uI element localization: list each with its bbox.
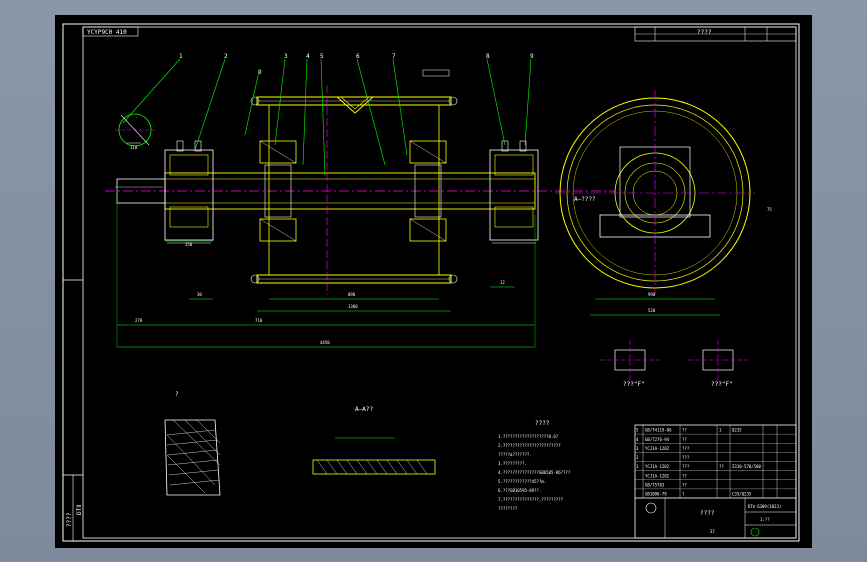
parts-table-cell: YCJ1A-1202 xyxy=(645,446,670,451)
balloon-8: 8 xyxy=(486,53,490,60)
balloon-1: 1 xyxy=(179,53,183,60)
parts-table-cell: ??? xyxy=(682,464,690,469)
parts-table-cell: 4 xyxy=(636,437,639,442)
note-line-3: ?????Δ???????. xyxy=(498,452,532,457)
drum-shell xyxy=(250,85,458,295)
parts-table-cell: ?? xyxy=(682,428,687,433)
dimension-lines: 4450 270 710 1300 890 30 12 150 xyxy=(116,185,536,348)
cad-drawing: DTⅡ ???? YCYP9C0 410 ???? 118 xyxy=(62,23,800,542)
inner-frame xyxy=(82,26,797,539)
svg-text:990: 990 xyxy=(648,292,656,297)
svg-text:118: 118 xyxy=(130,145,138,150)
svg-text:520: 520 xyxy=(648,308,656,313)
title-block-sheet: 37 xyxy=(710,529,715,534)
right-hub xyxy=(409,140,447,242)
parts-table-cell: 1 xyxy=(636,464,639,469)
note-line-7: 6.???GB10595-89??. xyxy=(498,488,541,493)
technical-notes: ???? 1.???????????????????0.6? 2.???????… xyxy=(498,420,571,511)
balloon-7: 7 xyxy=(392,53,396,60)
svg-text:150: 150 xyxy=(185,242,193,247)
parts-table-cell: 2 xyxy=(636,455,639,460)
view-f-1: ???"F" xyxy=(623,381,645,388)
title-block-drawing-no: DTⅡ 6309(1023) xyxy=(748,504,781,509)
balloon-6: 6 xyxy=(356,53,360,60)
svg-text:1300: 1300 xyxy=(348,304,358,309)
section-aa-title: A—A?? xyxy=(355,406,373,413)
view-f-2: ???"F" xyxy=(711,381,733,388)
note-line-6: 5.????????????45??m. xyxy=(498,479,546,484)
detail-label: ? xyxy=(175,391,179,398)
svg-text:75: 75 xyxy=(767,207,772,212)
right-bearing-housing xyxy=(489,140,539,244)
balloon-leaders: 1 2 3 4 5 6 7 8 9 9 xyxy=(122,53,534,176)
parts-table-cell: ?? xyxy=(682,482,687,487)
side-view-pulley: 990 520 75 A—???? xyxy=(555,90,772,316)
parts-table-cell: GB1096-79 xyxy=(645,492,667,497)
left-strip-1: DTⅡ xyxy=(76,505,83,515)
left-strip-2: ???? xyxy=(66,512,73,527)
left-hub xyxy=(259,140,297,242)
svg-text:270: 270 xyxy=(135,318,143,323)
balloon-9: 9 xyxy=(530,53,534,60)
balloon-9b: 9 xyxy=(258,69,262,76)
title-block-name: ???? xyxy=(700,510,715,517)
company-logo-icon xyxy=(750,527,760,537)
note-line-8: 7.???????????????,????????? xyxy=(498,497,564,502)
projection-symbol-icon xyxy=(645,502,657,514)
parts-table-cell: 5 xyxy=(636,428,639,433)
notes-heading: ???? xyxy=(535,420,550,427)
parts-table-cell: ?? xyxy=(682,437,687,442)
balloon-3: 3 xyxy=(284,53,288,60)
parts-table-cell: ? xyxy=(682,492,685,497)
small-views: ???"F" ???"F" xyxy=(600,340,748,388)
parts-table-cell: GB/T276-94 xyxy=(645,437,670,442)
balloon-4: 4 xyxy=(306,53,310,60)
section-aa-view: A—A?? xyxy=(312,406,436,475)
svg-text:4450: 4450 xyxy=(320,340,330,345)
parts-table-cell: ??? xyxy=(682,455,690,460)
top-right-code: ???? xyxy=(697,29,712,36)
note-line-1: 1.???????????????????0.6? xyxy=(498,434,559,439)
note-line-2: 2.???????????????????????? xyxy=(498,443,561,448)
parts-table-cell: 3 xyxy=(636,446,639,451)
parts-table-cell: GB/T5783 xyxy=(645,482,665,487)
parts-table-cell: YCJ1A-1202 xyxy=(645,464,670,469)
parts-table-cell: YCJ1A-1202 xyxy=(645,473,670,478)
parts-table-cell: ?? xyxy=(682,473,687,478)
parts-table-cell: C35/Q235 xyxy=(732,492,752,497)
left-bearing-housing xyxy=(164,140,214,244)
view-a2-label: A—???? xyxy=(574,196,596,203)
parts-table-cell: GB/T4119-86 xyxy=(645,428,672,433)
detail-hatched-view: ? xyxy=(164,391,221,496)
title-block-scale: 1:?? xyxy=(760,517,770,522)
note-line-5: 4.???????????????GB6505-86???? xyxy=(498,470,571,475)
svg-text:890: 890 xyxy=(348,292,356,297)
parts-table-cell: Z310-570/500 xyxy=(732,464,761,469)
balloon-2: 2 xyxy=(224,53,228,60)
note-line-9: ???????? xyxy=(498,506,518,511)
outer-frame xyxy=(62,23,800,542)
svg-text:30: 30 xyxy=(197,292,202,297)
svg-text:12: 12 xyxy=(500,280,505,285)
svg-text:710: 710 xyxy=(255,318,263,323)
parts-table-cell: ??? xyxy=(682,446,690,451)
end-disc: 118 xyxy=(115,113,155,150)
parts-table-cell: ?? xyxy=(719,464,724,469)
drawing-sheet: DTⅡ ???? YCYP9C0 410 ???? 118 xyxy=(55,15,812,548)
note-line-4: 3.?????????. xyxy=(498,461,527,466)
parts-table-cell: Q235 xyxy=(732,428,742,433)
top-right-code-table: ???? xyxy=(634,26,797,42)
balloon-5: 5 xyxy=(320,53,324,60)
parts-table-cell: 1 xyxy=(719,428,722,433)
title-stamp: YCYP9C0 410 xyxy=(87,29,127,36)
parts-table: ???? DTⅡ 6309(1023) 1:?? 37 5 GB/T4119-86… xyxy=(634,424,797,539)
